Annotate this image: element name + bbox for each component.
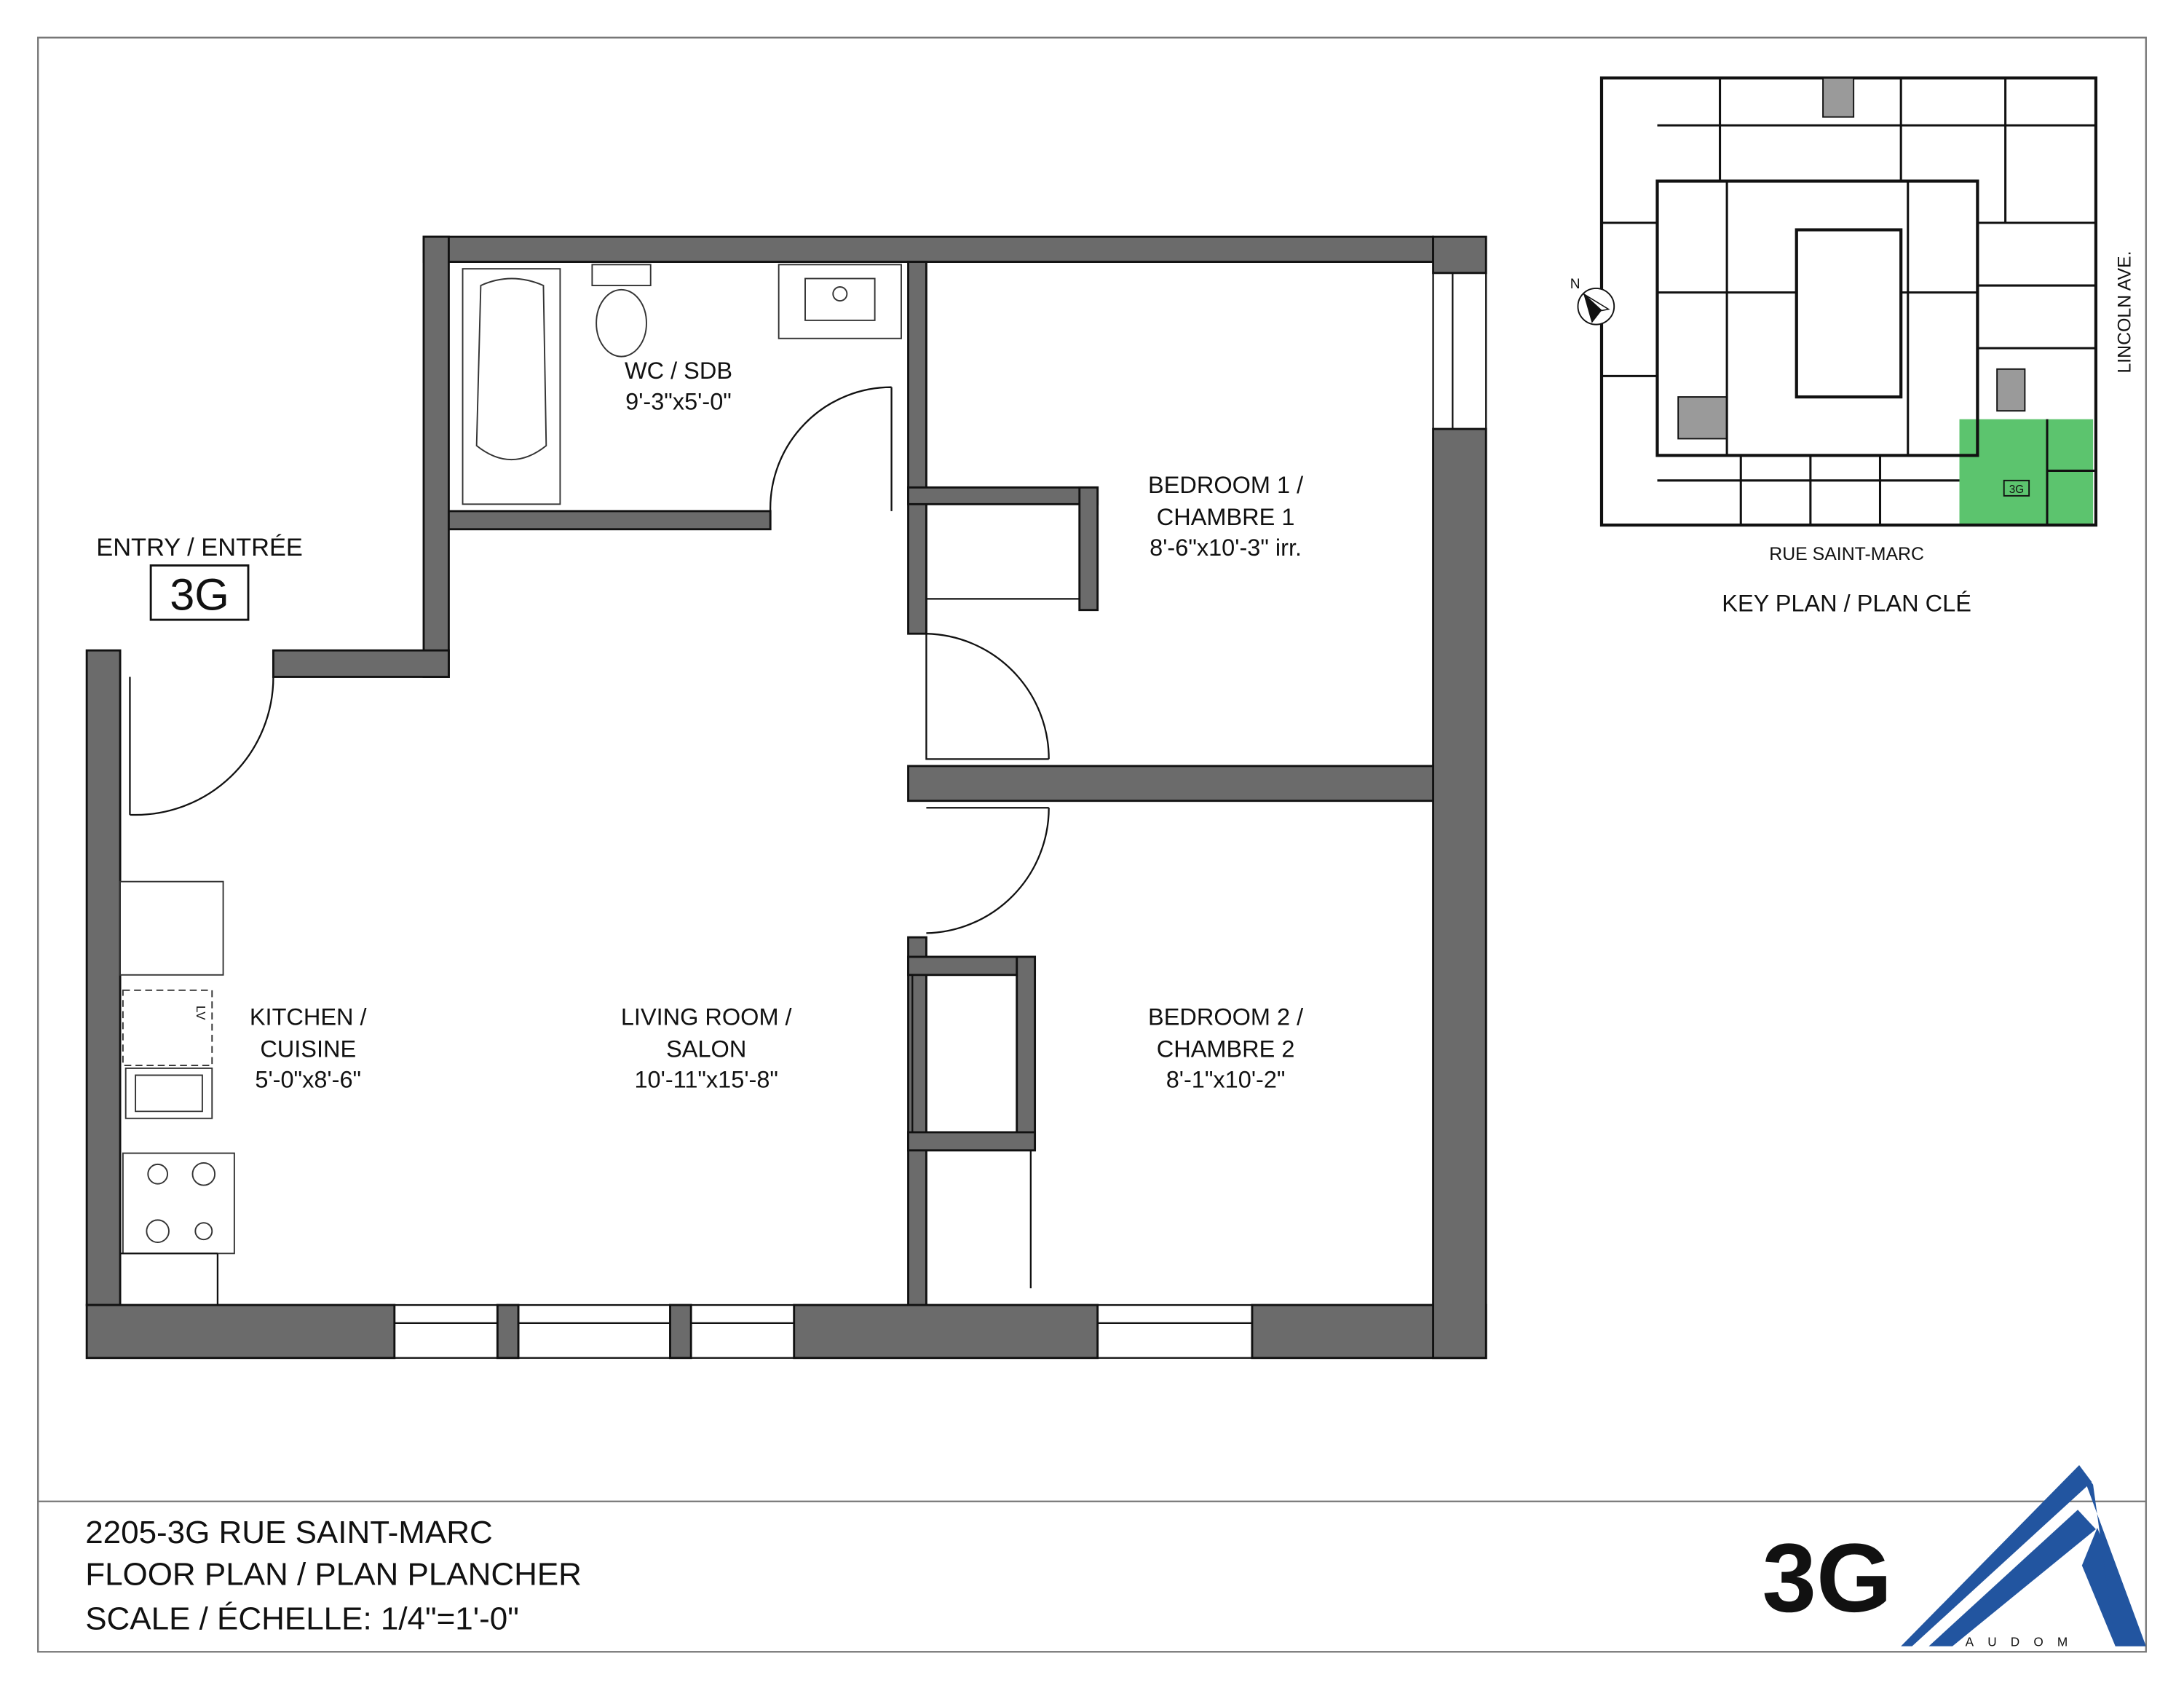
north-label: N: [1570, 277, 1580, 292]
key-plan-unit-highlight: [1959, 419, 2094, 526]
unit-large-label: 3G: [1762, 1524, 1893, 1633]
street-bottom-label: RUE SAINT-MARC: [1769, 544, 1924, 564]
toilet-tank: [591, 264, 652, 287]
wc-size: 9'-3"x5'-0": [625, 388, 732, 414]
bedroom1-size: 8'-6"x10'-3" irr.: [1150, 535, 1302, 561]
title-address: 2205-3G RUE SAINT-MARC: [85, 1515, 493, 1550]
entry-unit-tag-box: [149, 564, 250, 621]
bedroom1-name: BEDROOM 1 /: [1148, 472, 1304, 498]
kitchen-name: KITCHEN /: [250, 1004, 368, 1030]
street-right-label: LINCOLN AVE.: [2115, 251, 2135, 373]
dishwasher: [122, 989, 213, 1067]
sheet-border: [37, 36, 2147, 1653]
kitchen-size: 5'-0"x8'-6": [255, 1067, 361, 1093]
kitchen-counter: [119, 880, 224, 976]
doors: [129, 386, 1080, 1289]
bedroom2-name: BEDROOM 2 /: [1148, 1004, 1304, 1030]
wc-name: WC / SDB: [625, 358, 732, 384]
entry-unit-tag: 3G: [170, 570, 229, 620]
toilet-bowl: [596, 288, 647, 358]
logo-text: AUDOM: [1966, 1635, 2082, 1649]
windows: [393, 272, 1487, 1359]
fixtures: LV: [119, 264, 902, 1306]
living-name-fr: SALON: [666, 1036, 746, 1062]
key-plan: 3G N RUE SAINT-MARC LINCOLN AVE. KEY PLA…: [1570, 76, 2135, 617]
title-drawing: FLOOR PLAN / PLAN PLANCHER: [85, 1556, 582, 1592]
dishwasher-label: LV: [194, 1006, 208, 1020]
bedroom2-name-fr: CHAMBRE 2: [1157, 1036, 1295, 1062]
audom-logo: AUDOM: [1901, 1464, 2146, 1649]
bedroom1-name-fr: CHAMBRE 1: [1157, 504, 1295, 530]
title-scale: SCALE / ÉCHELLE: 1/4"=1'-0": [85, 1601, 519, 1637]
entry-label: ENTRY / ENTRÉE: [96, 533, 303, 561]
key-plan-unit-tag: 3G: [2009, 484, 2024, 496]
key-plan-title: KEY PLAN / PLAN CLÉ: [1722, 591, 1971, 617]
unit-walls: [85, 235, 1487, 1360]
kitchen-name-fr: CUISINE: [260, 1036, 356, 1062]
living-name: LIVING ROOM /: [621, 1004, 793, 1030]
bedroom2-size: 8'-1"x10'-2": [1166, 1067, 1286, 1093]
living-size: 10'-11"x15'-8": [634, 1067, 778, 1093]
stove: [122, 1152, 235, 1255]
